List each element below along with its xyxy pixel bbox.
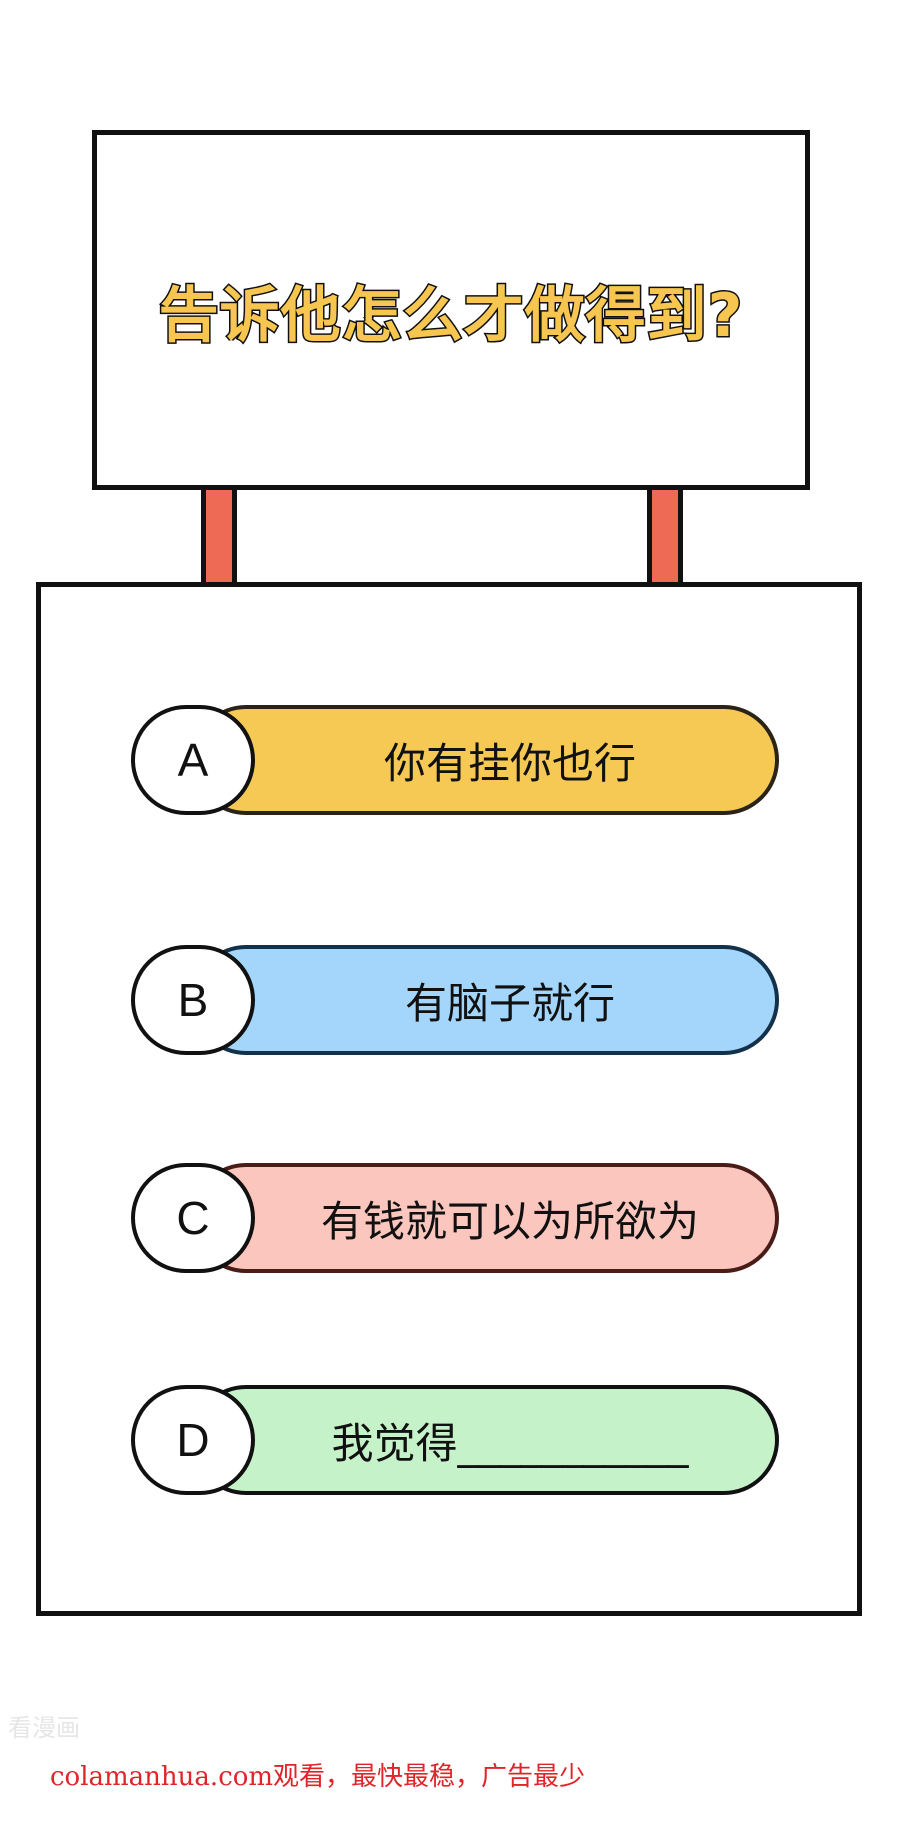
option-b[interactable]: 有脑子就行 B bbox=[131, 945, 779, 1055]
answer-board: 你有挂你也行 A 有脑子就行 B 有钱就可以为所欲为 C 我觉得________… bbox=[36, 582, 862, 1616]
sign-post-left bbox=[201, 490, 237, 586]
option-d-pill[interactable]: 我觉得___________ bbox=[191, 1385, 779, 1495]
sign-post-right bbox=[647, 490, 683, 586]
option-b-pill[interactable]: 有脑子就行 bbox=[191, 945, 779, 1055]
option-c-letter-badge: C bbox=[131, 1163, 255, 1273]
watermark-text: colamanhua.com观看，最快最稳，广告最少 bbox=[50, 1762, 586, 1792]
option-d-text: 我觉得___________ bbox=[331, 1418, 689, 1468]
question-sign: 告诉他怎么才做得到? bbox=[92, 130, 810, 490]
option-b-text: 有脑子就行 bbox=[404, 978, 615, 1028]
option-d[interactable]: 我觉得___________ D bbox=[131, 1385, 779, 1495]
question-title: 告诉他怎么才做得到? bbox=[157, 279, 744, 352]
option-b-letter-badge: B bbox=[131, 945, 255, 1055]
option-c[interactable]: 有钱就可以为所欲为 C bbox=[131, 1163, 779, 1273]
option-a-text: 你有挂你也行 bbox=[383, 738, 636, 788]
option-c-pill[interactable]: 有钱就可以为所欲为 bbox=[191, 1163, 779, 1273]
option-d-letter-badge: D bbox=[131, 1385, 255, 1495]
option-a[interactable]: 你有挂你也行 A bbox=[131, 705, 779, 815]
option-c-text: 有钱就可以为所欲为 bbox=[320, 1196, 699, 1246]
watermark-brand: 看漫画 bbox=[8, 1714, 80, 1742]
option-a-pill[interactable]: 你有挂你也行 bbox=[191, 705, 779, 815]
option-a-letter-badge: A bbox=[131, 705, 255, 815]
